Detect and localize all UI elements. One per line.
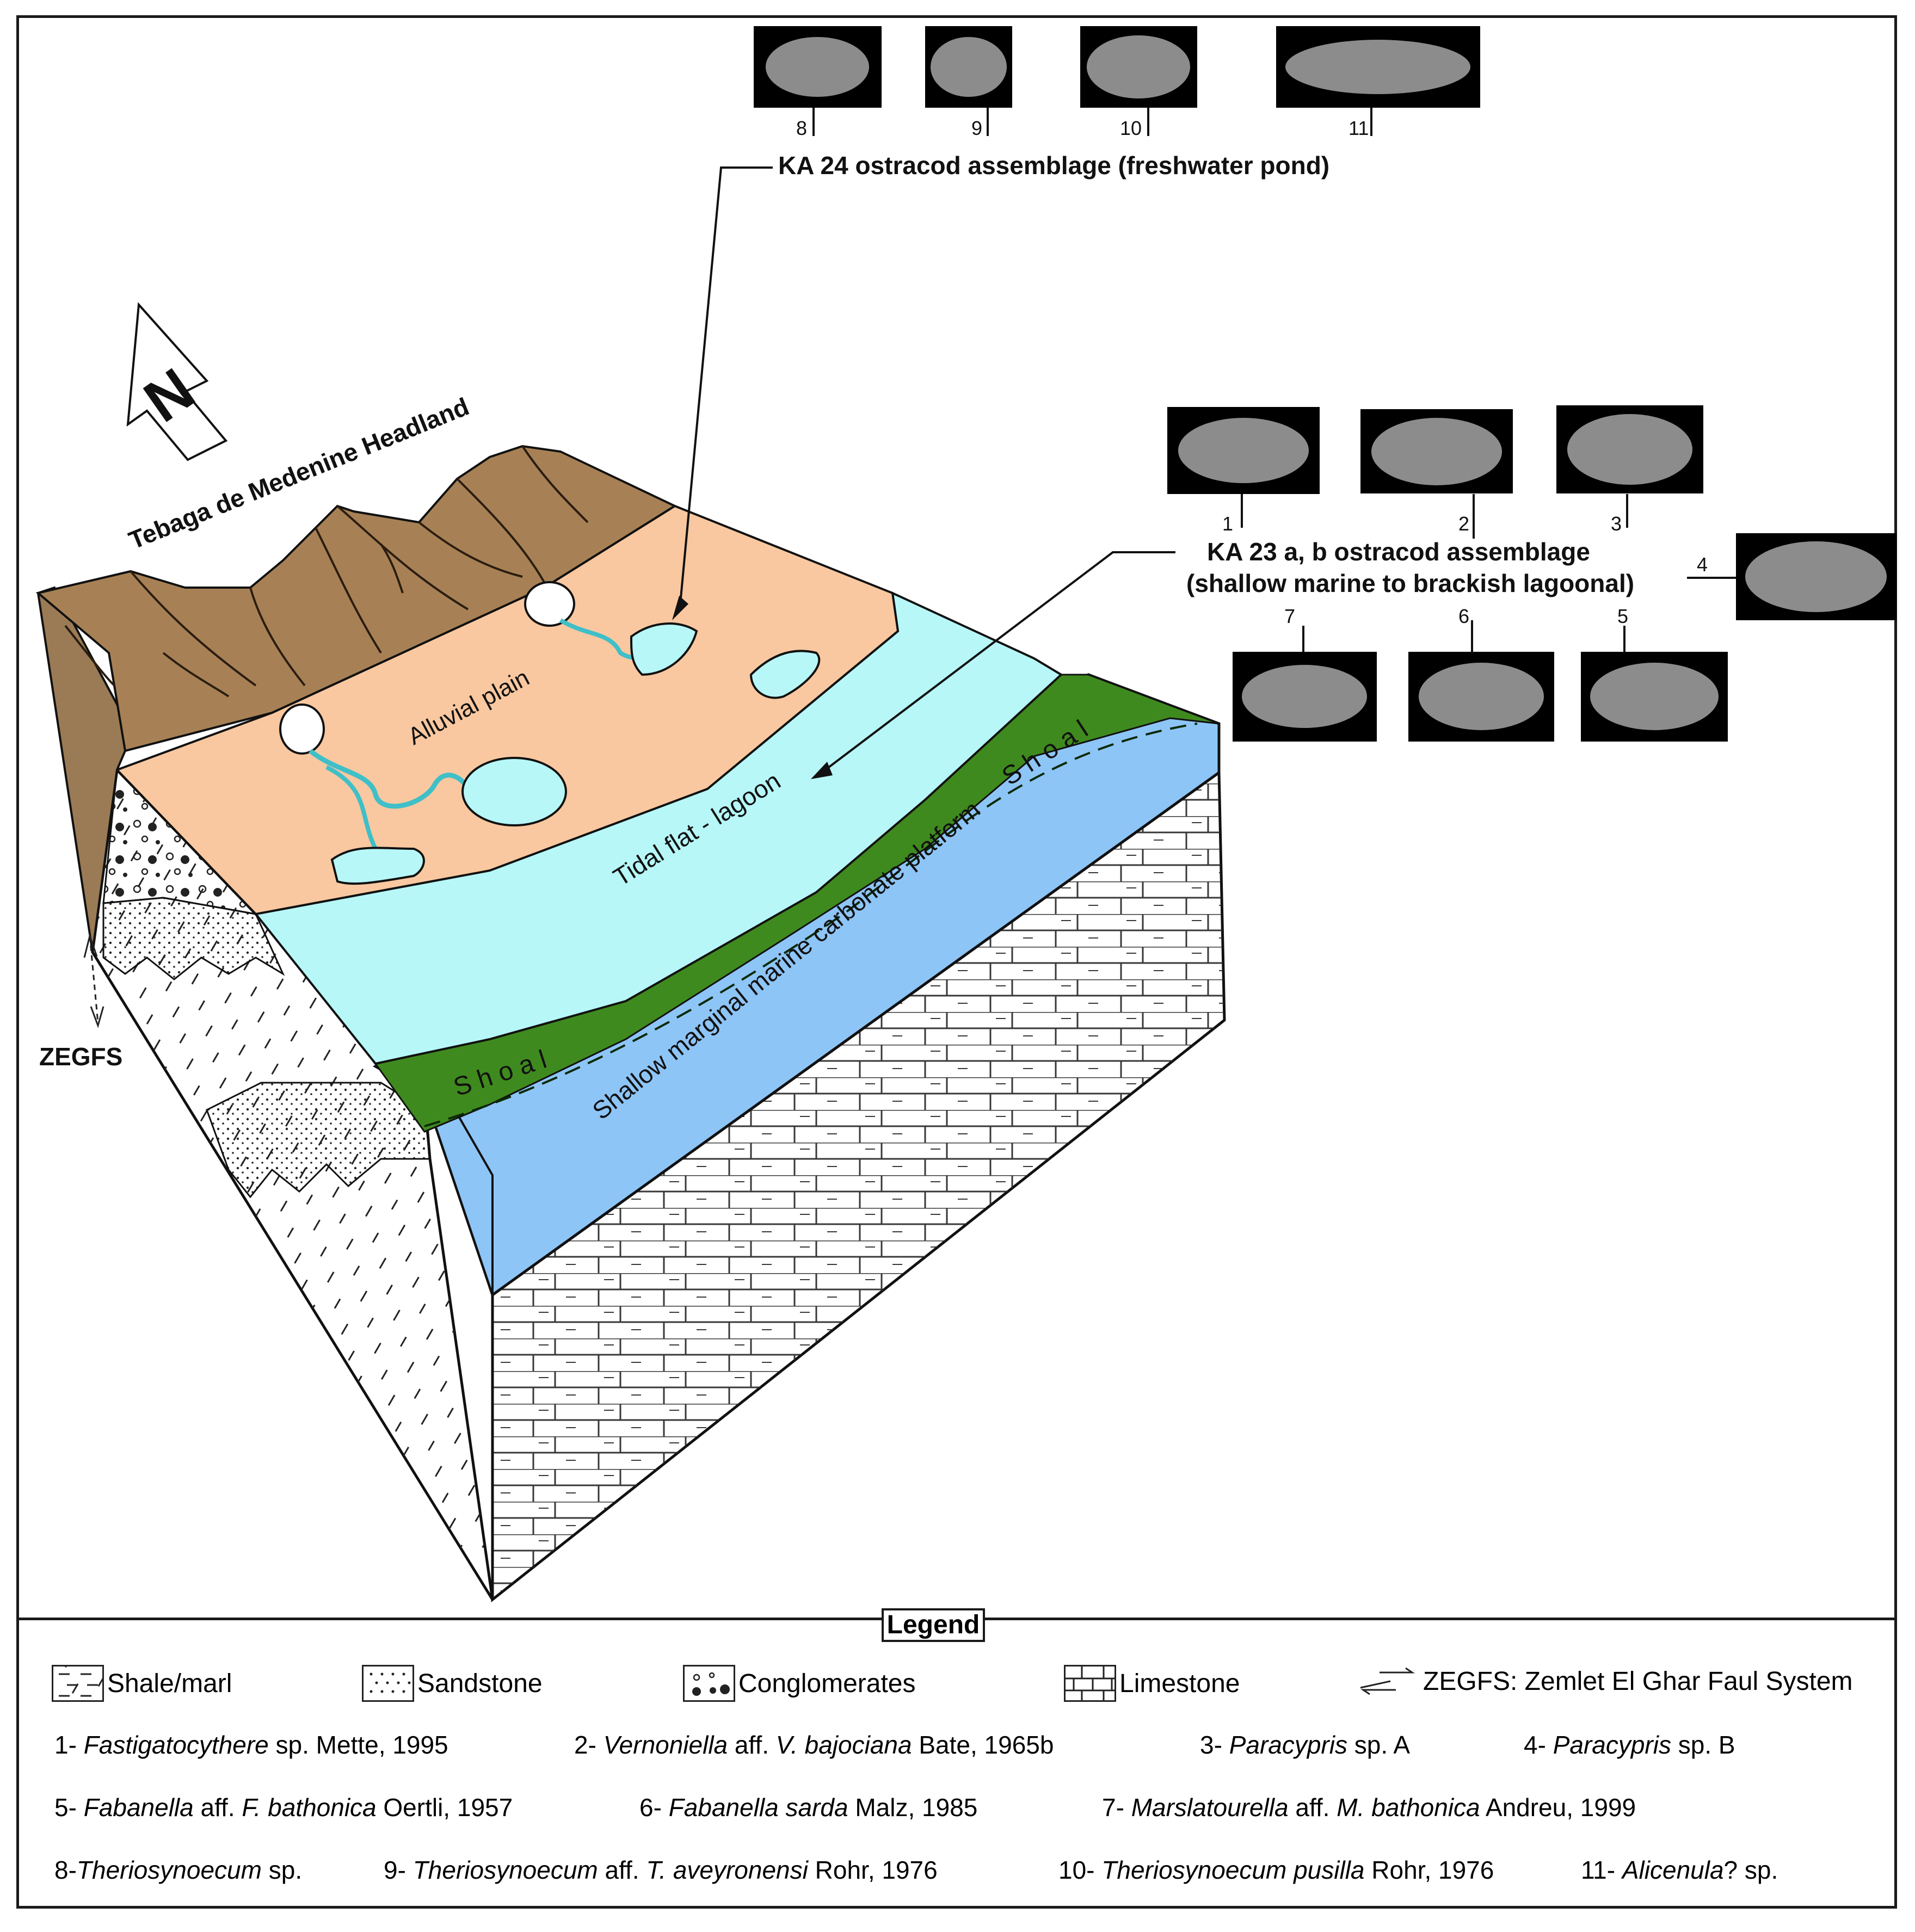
specimen-number-1: 1 (1222, 513, 1233, 535)
specimen-number-10: 10 (1120, 117, 1142, 139)
specimen-number-8: 8 (796, 117, 807, 139)
ka24-label: KA 24 ostracod assemblage (freshwater po… (778, 151, 1329, 180)
species-11: 11- Alicenula? sp. (1581, 1856, 1778, 1884)
species-2: 2- Vernoniella aff. V. bajociana Bate, 1… (574, 1731, 1054, 1759)
conglomerates-swatch (683, 1665, 735, 1702)
specimen-number-9: 9 (971, 117, 982, 139)
shale-swatch (52, 1665, 104, 1702)
conglomerates-label: Conglomerates (738, 1669, 916, 1698)
species-3: 3- Paracypris sp. A (1200, 1731, 1411, 1759)
front-right-limestone (492, 773, 1224, 1600)
leader-lines (679, 108, 1736, 774)
pond-4 (749, 650, 821, 699)
specimen-number-6: 6 (1458, 605, 1469, 627)
limestone-swatch (1064, 1665, 1116, 1702)
species-9: 9- Theriosynoecum aff. T. aveyronensi Ro… (384, 1856, 938, 1884)
legend-sandstone: Sandstone (362, 1665, 543, 1702)
specimen-number-4: 4 (1697, 553, 1708, 576)
shale-label: Shale/marl (107, 1669, 232, 1698)
north-arrow (126, 302, 228, 461)
specimen-number-7: 7 (1284, 605, 1295, 627)
fault-arrows (83, 933, 104, 1028)
fault-symbol-icon (1360, 1667, 1415, 1695)
species-10: 10- Theriosynoecum pusilla Rohr, 1976 (1058, 1856, 1494, 1884)
species-1: 1- Fastigatocythere sp. Mette, 1995 (54, 1731, 448, 1759)
species-7: 7- Marslatourella aff. M. bathonica Andr… (1102, 1793, 1636, 1822)
ka23-arrowhead (811, 762, 833, 779)
specimen-number-11: 11 (1348, 117, 1369, 139)
channel-1 (309, 749, 471, 809)
fault-label: ZEGFS (39, 1042, 122, 1071)
pond-1 (461, 757, 567, 826)
specimen-number-3: 3 (1611, 513, 1622, 535)
specimen-tiles (754, 26, 1896, 742)
sandstone-label: Sandstone (417, 1669, 543, 1698)
species-6: 6- Fabanella sarda Malz, 1985 (639, 1793, 978, 1822)
limestone-label: Limestone (1119, 1669, 1240, 1698)
mountain-ridges (64, 445, 589, 698)
legend-shale: Shale/marl (52, 1665, 232, 1702)
alluvial-fan-1 (279, 703, 325, 755)
sandstone-swatch (362, 1665, 414, 1702)
sandstone-tongue-upper (102, 897, 285, 980)
species-8: 8-Theriosynoecum sp. (54, 1856, 303, 1884)
ka23-label-2: (shallow marine to brackish lagoonal) (1186, 569, 1634, 597)
figure-frame (16, 15, 1897, 1909)
pond-3 (630, 622, 698, 676)
legend-fault: ZEGFS: Zemlet El Ghar Faul System (1358, 1665, 1853, 1698)
legend-title: Legend (882, 1608, 985, 1642)
specimen-number-2: 2 (1458, 513, 1469, 535)
species-5: 5- Fabanella aff. F. bathonica Oertli, 1… (54, 1793, 513, 1822)
ka24-arrowhead (672, 596, 688, 620)
block-diagram: Tebaga de Medenine Headland Alluvial pla… (35, 26, 1896, 1603)
ka23-label-1: KA 23 a, b ostracod assemblage (1207, 538, 1590, 566)
pond-2 (330, 847, 425, 885)
legend-conglomerates: Conglomerates (683, 1665, 916, 1702)
alluvial-fan-2 (524, 581, 575, 627)
legend-limestone: Limestone (1064, 1665, 1240, 1702)
sandstone-tongue-lower (206, 1082, 431, 1199)
fault-legend-label: ZEGFS: Zemlet El Ghar Faul System (1423, 1666, 1853, 1696)
specimen-number-5: 5 (1617, 605, 1628, 627)
species-4: 4- Paracypris sp. B (1524, 1731, 1735, 1759)
